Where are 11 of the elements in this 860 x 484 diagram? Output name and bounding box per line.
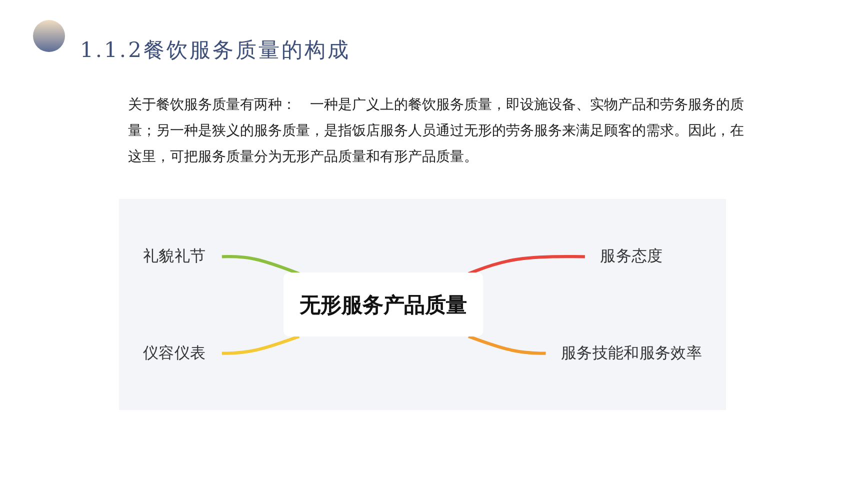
connector: [222, 255, 300, 276]
mind-map-background: 礼貌礼节 服务态度 无形服务产品质量 仪容仪表 服务技能和服务效率: [119, 199, 726, 410]
slide-title: 1.1.2餐饮服务质量的构成: [80, 37, 350, 64]
node-text: 服务态度: [600, 246, 663, 266]
node-text: 礼貌礼节: [143, 246, 206, 266]
node-text: 服务技能和服务效率: [560, 343, 702, 362]
node-text: 仪容仪表: [143, 343, 206, 362]
connector: [468, 334, 546, 355]
connector: [222, 334, 300, 355]
body-paragraph: 关于餐饮服务质量有两种： 一种是广义上的餐饮服务质量，即设施设备、实物产品和劳务服务的质量；另一种是狭义的服务质量，是指饭店服务人员通过无形的劳务服务来满足顾客的需求。因此，在这里，可把服务质量分为无形产品质量和有形产品质量。: [128, 96, 745, 167]
connector: [468, 255, 585, 276]
